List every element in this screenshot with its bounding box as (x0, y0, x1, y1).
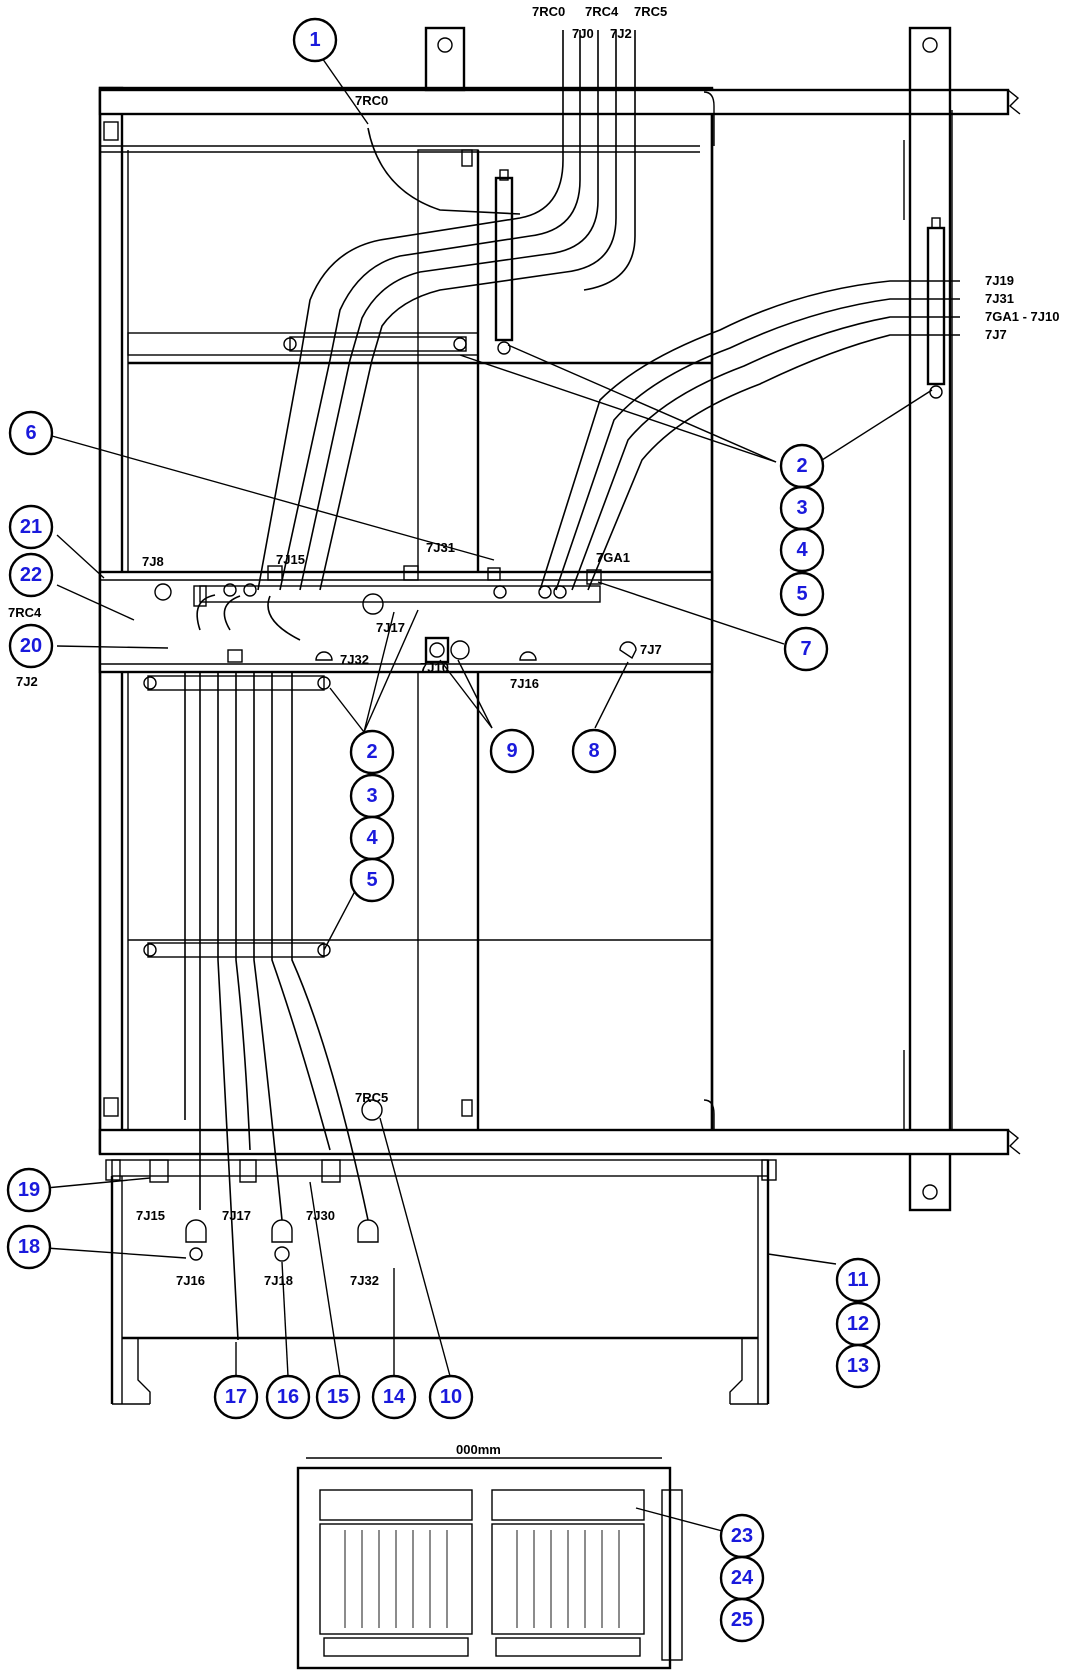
label-7j32-mid: 7J32 (340, 652, 369, 667)
callout-12: 12 (835, 1301, 881, 1347)
connector-panel (98, 565, 714, 674)
callout-9: 9 (489, 728, 535, 774)
callout-21: 21 (8, 504, 54, 550)
svg-text:5: 5 (796, 583, 807, 605)
callout-11: 11 (835, 1257, 881, 1303)
callout-25: 25 (719, 1597, 765, 1643)
svg-text:15: 15 (327, 1386, 349, 1408)
label-7j2-left: 7J2 (16, 674, 38, 689)
svg-text:18: 18 (18, 1236, 40, 1258)
label-7j18-bottom: 7J18 (264, 1273, 293, 1288)
callout-4-mid: 4 (349, 815, 395, 861)
svg-text:12: 12 (847, 1313, 869, 1335)
wire-bundles (184, 30, 960, 1341)
label-7j30-bottom: 7J30 (306, 1208, 335, 1223)
callout-bubbles: 1 2 3 4 5 6 7 8 9 10 11 12 13 14 15 16 1… (6, 17, 881, 1643)
callout-8: 8 (571, 728, 617, 774)
label-7j10-mid: 7J10 (420, 660, 449, 675)
label-top-7j0: 7J0 (572, 26, 594, 41)
svg-text:21: 21 (20, 516, 42, 538)
label-7j31-mid: 7J31 (426, 540, 455, 555)
callout-4-right: 4 (779, 527, 825, 573)
label-7ga1-mid: 7GA1 (596, 550, 630, 565)
callout-6: 6 (8, 410, 54, 456)
svg-text:6: 6 (25, 422, 36, 444)
svg-text:2: 2 (796, 455, 807, 477)
label-7j17-bottom: 7J17 (222, 1208, 251, 1223)
callout-2-mid: 2 (349, 729, 395, 775)
label-top-7rc0: 7RC0 (532, 4, 565, 19)
callout-17: 17 (213, 1374, 259, 1420)
svg-text:4: 4 (796, 539, 808, 561)
svg-text:24: 24 (731, 1567, 754, 1589)
svg-text:14: 14 (383, 1386, 406, 1408)
callout-3-right: 3 (779, 485, 825, 531)
callout-10: 10 (428, 1374, 474, 1420)
label-7j16-mid: 7J16 (510, 676, 539, 691)
callout-24: 24 (719, 1555, 765, 1601)
label-7ga1-7j10: 7GA1 - 7J10 (985, 309, 1059, 324)
callout-19: 19 (6, 1167, 52, 1213)
label-top-7rc4: 7RC4 (585, 4, 619, 19)
label-7rc5-lower: 7RC5 (355, 1090, 388, 1105)
svg-text:8: 8 (588, 740, 599, 762)
svg-text:3: 3 (366, 785, 377, 807)
svg-text:23: 23 (731, 1525, 753, 1547)
label-7j16-bottom: 7J16 (176, 1273, 205, 1288)
svg-text:19: 19 (18, 1179, 40, 1201)
svg-text:22: 22 (20, 564, 42, 586)
callout-3-mid: 3 (349, 773, 395, 819)
bottom-plugs (149, 1099, 383, 1262)
label-7j19: 7J19 (985, 273, 1014, 288)
label-7j15-mid: 7J15 (276, 552, 305, 567)
label-inset-top: 000mm (456, 1442, 501, 1457)
label-7j17-mid: 7J17 (376, 620, 405, 635)
svg-text:5: 5 (366, 869, 377, 891)
svg-text:17: 17 (225, 1386, 247, 1408)
leader-lines (45, 54, 933, 1533)
svg-text:1: 1 (309, 29, 320, 51)
inset-view (296, 1457, 683, 1670)
callout-2-right: 2 (779, 443, 825, 489)
callout-14: 14 (371, 1374, 417, 1420)
label-top-7j2: 7J2 (610, 26, 632, 41)
label-7j7-mid: 7J7 (640, 642, 662, 657)
callout-15: 15 (315, 1374, 361, 1420)
label-top-7rc5: 7RC5 (634, 4, 667, 19)
svg-text:4: 4 (366, 827, 378, 849)
svg-text:2: 2 (366, 741, 377, 763)
callout-16: 16 (265, 1374, 311, 1420)
label-7j32-bottom: 7J32 (350, 1273, 379, 1288)
callout-20: 20 (8, 623, 54, 669)
callout-22: 22 (8, 552, 54, 598)
svg-text:11: 11 (847, 1269, 868, 1291)
svg-text:9: 9 (506, 740, 517, 762)
callout-1: 1 (292, 17, 338, 63)
callout-23: 23 (719, 1513, 765, 1559)
label-7j8: 7J8 (142, 554, 164, 569)
svg-text:10: 10 (440, 1386, 462, 1408)
svg-text:7: 7 (800, 638, 811, 660)
callout-5-right: 5 (779, 571, 825, 617)
connector-labels: 7RC0 7RC4 7RC5 7J0 7J2 7RC0 7J19 7J31 7G… (8, 4, 1059, 1457)
callout-13: 13 (835, 1343, 881, 1389)
svg-text:20: 20 (20, 635, 42, 657)
label-7j15-bottom: 7J15 (136, 1208, 165, 1223)
label-7j7-right: 7J7 (985, 327, 1007, 342)
label-7rc4-left: 7RC4 (8, 605, 42, 620)
callout-7: 7 (783, 626, 829, 672)
svg-text:25: 25 (731, 1609, 753, 1631)
label-upper-7rc0: 7RC0 (355, 93, 388, 108)
svg-text:13: 13 (847, 1355, 869, 1377)
label-7j31-right: 7J31 (985, 291, 1014, 306)
callout-18: 18 (6, 1224, 52, 1270)
clamp-bars (143, 169, 946, 958)
callout-5-mid: 5 (349, 857, 395, 903)
svg-text:3: 3 (796, 497, 807, 519)
base-skid (105, 1159, 777, 1405)
svg-text:16: 16 (277, 1386, 299, 1408)
